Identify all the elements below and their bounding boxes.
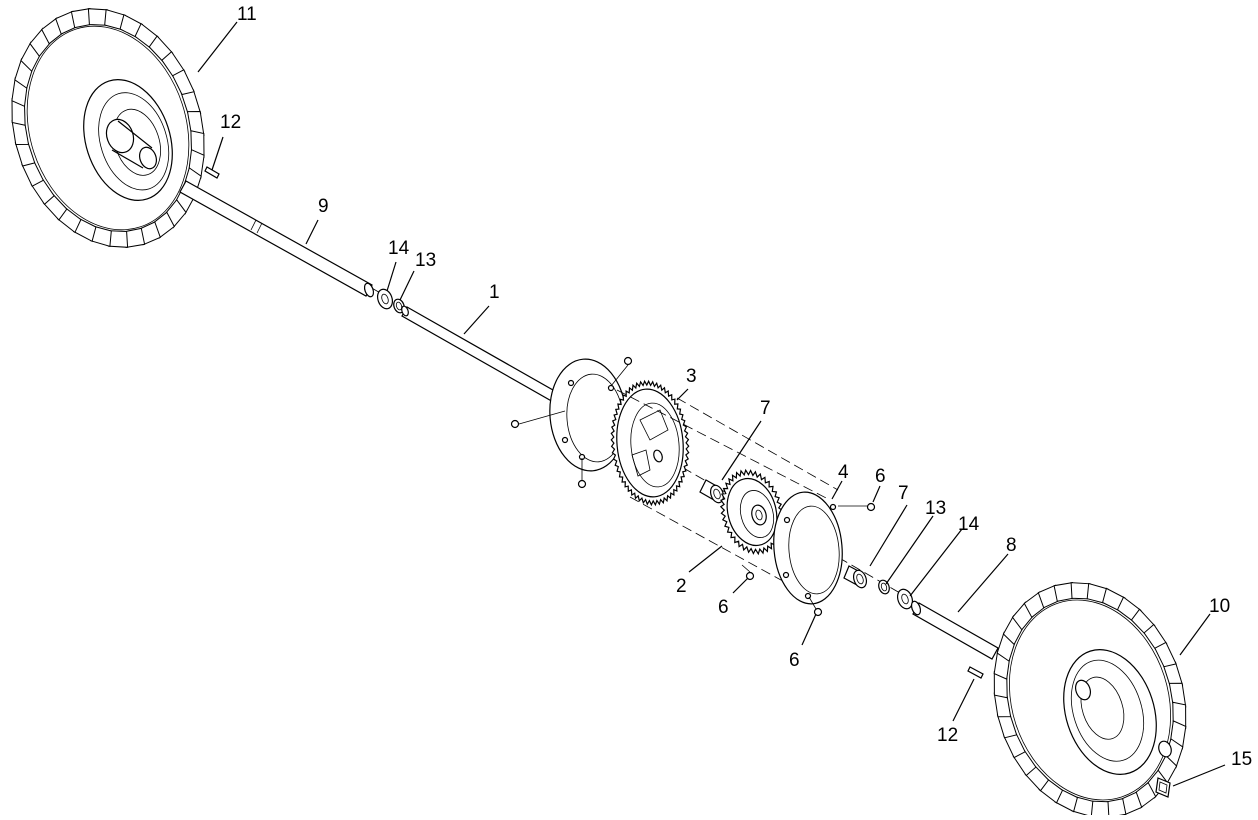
callout-7-left: 7 [760, 398, 771, 419]
callout-6-top: 6 [875, 466, 886, 487]
callout-9: 9 [318, 196, 329, 217]
callout-15: 15 [1231, 749, 1252, 770]
right-side-plate [773, 491, 843, 605]
callout-8: 8 [1006, 535, 1017, 556]
callout-6-left: 6 [718, 597, 729, 618]
callout-3: 3 [686, 366, 697, 387]
left-hub [105, 118, 158, 170]
callout-11: 11 [237, 4, 257, 25]
right-wheel-assembly [993, 582, 1187, 818]
callout-13-left: 13 [415, 250, 436, 271]
callout-13-right: 13 [925, 498, 946, 519]
right-tire-tread [993, 582, 1187, 818]
callout-12-left: 12 [220, 112, 241, 133]
right-washer-14 [896, 588, 914, 610]
projection-lines [616, 389, 839, 586]
callout-2: 2 [676, 576, 687, 597]
ring-gear [610, 379, 690, 507]
left-key-pin [204, 166, 220, 179]
right-hub [1074, 679, 1172, 758]
callout-12-right: 12 [937, 725, 958, 746]
left-bushing-7 [699, 479, 725, 504]
callout-14-left: 14 [388, 238, 410, 259]
left-axle-shaft [179, 180, 375, 298]
callout-6-bottom: 6 [789, 650, 800, 671]
right-key-pin [967, 666, 984, 679]
left-plate-bolts [510, 356, 633, 489]
callout-labels: 11 12 9 14 13 1 3 7 4 6 7 13 14 8 10 2 6… [220, 4, 1252, 770]
callout-1: 1 [489, 282, 500, 303]
right-bushing-7 [843, 565, 868, 589]
bolts-6 [741, 502, 876, 617]
differential-hub [719, 468, 785, 556]
hairpin-clip-15 [1155, 777, 1171, 798]
left-wheel-assembly [11, 8, 205, 248]
left-tire-tread [11, 8, 205, 248]
right-rim [1063, 649, 1157, 775]
left-washer-14 [376, 288, 394, 310]
callout-7-right: 7 [898, 483, 909, 504]
callout-10: 10 [1209, 596, 1230, 617]
callout-14-right: 14 [958, 514, 980, 535]
leader-lines [197, 21, 1226, 787]
right-axle-shaft [910, 600, 999, 660]
callout-4: 4 [838, 462, 849, 483]
